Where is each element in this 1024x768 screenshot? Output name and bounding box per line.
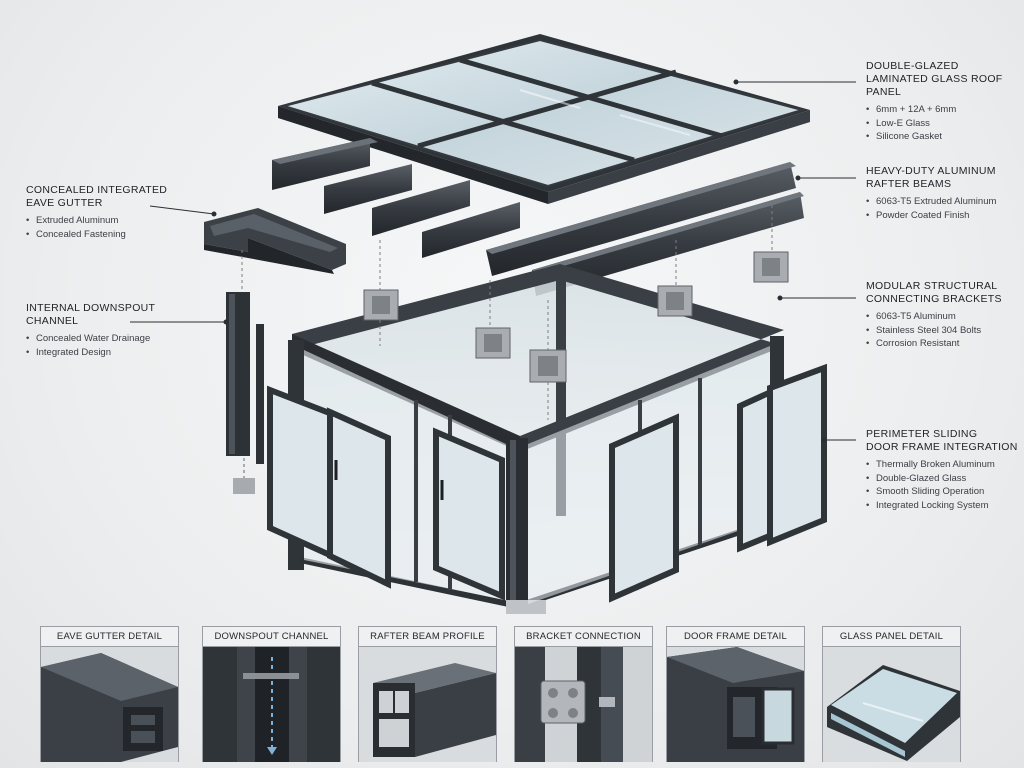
roof-glass-panel [278, 34, 810, 204]
eave-gutter-part [204, 208, 346, 274]
callout-title: HEAVY-DUTY ALUMINUM [866, 165, 996, 177]
callout-item: Powder Coated Finish [866, 209, 1022, 223]
callout-item: Integrated Design [26, 346, 176, 360]
callout-item: 6063-T5 Aluminum [866, 310, 1022, 324]
callout-item: Extruded Aluminum [26, 214, 176, 228]
rafter-beams [272, 138, 804, 296]
detail-downspout: DOWNSPOUT CHANNEL [202, 626, 341, 762]
door-frame-profile-image [667, 647, 804, 762]
sliding-door-panels [267, 363, 827, 603]
callout-title: INTERNAL DOWNSPOUT [26, 302, 156, 314]
callout-item: Stainless Steel 304 Bolts [866, 324, 1022, 338]
detail-label: DOOR FRAME DETAIL [667, 627, 804, 647]
detail-door-frame: DOOR FRAME DETAIL [666, 626, 805, 762]
downspout-part [226, 292, 264, 494]
callout-item: Double-Glazed Glass [866, 472, 1022, 486]
callout-title: CONNECTING BRACKETS [866, 293, 1002, 305]
callout-title: CONCEALED INTEGRATED [26, 184, 168, 196]
callout-item: Integrated Locking System [866, 499, 1022, 513]
detail-eave-gutter: EAVE GUTTER DETAIL [40, 626, 179, 762]
callout-title: EAVE GUTTER [26, 197, 103, 209]
bracket-connection-image [515, 647, 652, 762]
connecting-brackets [241, 205, 789, 420]
callout-item: 6mm + 12A + 6mm [866, 103, 1022, 117]
leader-lines [130, 79, 856, 443]
callout-title: DOOR FRAME INTEGRATION [866, 441, 1018, 453]
glass-panel-detail-image [823, 647, 960, 762]
detail-label: DOWNSPOUT CHANNEL [203, 627, 340, 647]
callout-title: CHANNEL [26, 315, 79, 327]
detail-label: RAFTER BEAM PROFILE [359, 627, 496, 647]
detail-label: BRACKET CONNECTION [515, 627, 652, 647]
detail-label: EAVE GUTTER DETAIL [41, 627, 178, 647]
downspout-channel-image [203, 647, 340, 762]
callout-item: 6063-T5 Extruded Aluminum [866, 195, 1022, 209]
callout-item: Silicone Gasket [866, 130, 1022, 144]
rafter-beam-profile-image [359, 647, 496, 762]
callout-title: RAFTER BEAMS [866, 178, 952, 190]
callout-item: Corrosion Resistant [866, 337, 1022, 351]
detail-rafter-beam: RAFTER BEAM PROFILE [358, 626, 497, 762]
detail-bracket-connection: BRACKET CONNECTION [514, 626, 653, 762]
callout-item: Concealed Water Drainage [26, 332, 176, 346]
callout-title: DOUBLE-GLAZED [866, 60, 959, 72]
callout-item: Thermally Broken Aluminum [866, 458, 1022, 472]
detail-glass-panel: GLASS PANEL DETAIL [822, 626, 961, 762]
callout-item: Concealed Fastening [26, 228, 176, 242]
callout-item: Smooth Sliding Operation [866, 485, 1022, 499]
eave-gutter-profile-image [41, 647, 178, 762]
callout-title: PERIMETER SLIDING [866, 428, 978, 440]
callout-item: Low-E Glass [866, 117, 1022, 131]
callout-title: MODULAR STRUCTURAL [866, 280, 998, 292]
exploded-structure-drawing [130, 34, 856, 614]
detail-label: GLASS PANEL DETAIL [823, 627, 960, 647]
callout-title: LAMINATED GLASS ROOF PANEL [866, 73, 1003, 98]
